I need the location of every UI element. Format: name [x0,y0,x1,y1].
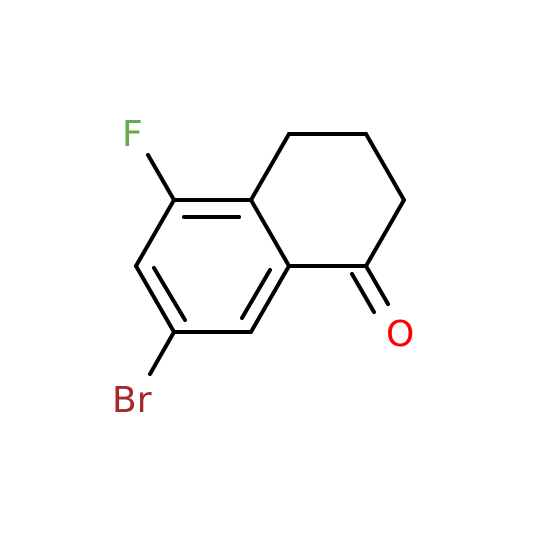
bond-c5-c6 [134,198,176,268]
bond-c2-c1 [364,198,406,268]
bond-c6-c7 [134,264,176,334]
fluorine-label: F [122,114,143,155]
bond-c8a-c4a [249,198,291,268]
atom-labels: F Br O [112,114,414,421]
bond-c3-c2 [364,132,406,202]
bond-c5-f [146,153,176,202]
bond-c7-br [148,330,176,376]
bond-c8-c8a [249,264,291,334]
double-bond-c6-c7-inner [152,266,187,322]
bond-c4a-c4 [249,132,291,202]
carbonyl-bond-b [350,272,376,314]
carbonyl-bond-a [364,264,390,306]
double-bond-c8-c8a-inner [240,268,272,320]
bonds [134,132,406,376]
oxygen-label: O [386,314,414,355]
bromine-label: Br [112,380,152,421]
